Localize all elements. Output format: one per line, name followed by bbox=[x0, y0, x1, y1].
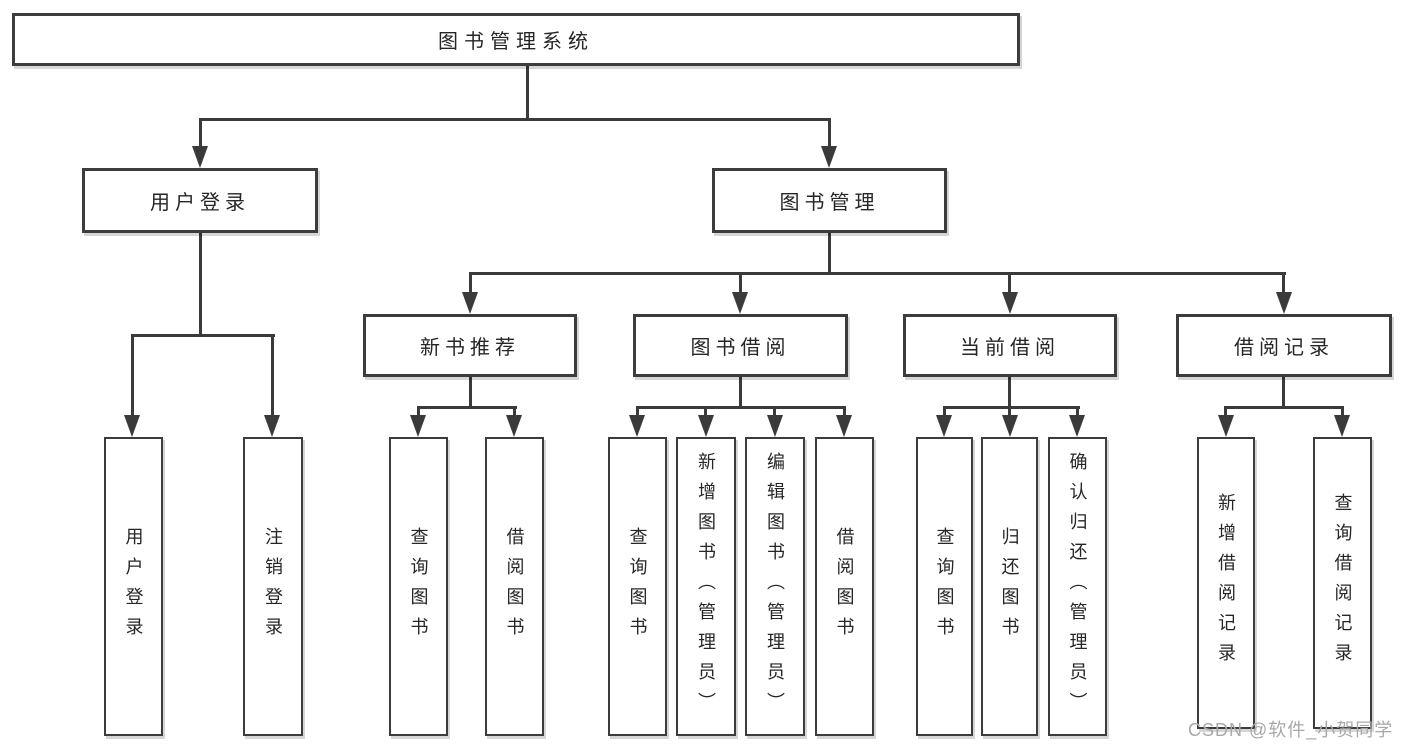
leaf-edit-books-admin: 编辑图书（管理员） bbox=[745, 437, 805, 736]
arrowhead-icon bbox=[264, 415, 280, 437]
arrowhead-icon bbox=[1002, 415, 1018, 437]
connector-line bbox=[1282, 272, 1285, 296]
connector-line bbox=[513, 406, 516, 418]
arrowhead-icon bbox=[124, 415, 140, 437]
arrowhead-icon bbox=[1218, 415, 1234, 437]
csdn-watermark: CSDN @软件_小贺同学 bbox=[1188, 720, 1394, 740]
arrowhead-icon bbox=[629, 415, 645, 437]
connector-line bbox=[1282, 377, 1285, 409]
leaf-add-borrow-record: 新增借阅记录 bbox=[1197, 437, 1255, 729]
leaf-query-books-borrowing: 查询图书 bbox=[608, 437, 667, 736]
connector-line bbox=[704, 406, 707, 418]
node-user-login: 用户登录 bbox=[82, 168, 318, 233]
leaf-borrow-books-recommend: 借阅图书 bbox=[485, 437, 544, 736]
arrowhead-icon bbox=[698, 415, 714, 437]
connector-line bbox=[739, 272, 742, 296]
arrowhead-icon bbox=[1276, 292, 1292, 314]
connector-line bbox=[943, 406, 1080, 409]
leaf-confirm-return-admin: 确认归还（管理员） bbox=[1048, 437, 1107, 736]
connector-line bbox=[131, 334, 134, 418]
arrowhead-icon bbox=[1334, 415, 1350, 437]
connector-line bbox=[271, 334, 274, 418]
connector-line bbox=[1076, 406, 1079, 418]
arrowhead-icon bbox=[506, 415, 522, 437]
leaf-user-login: 用户登录 bbox=[104, 437, 163, 736]
arrowhead-icon bbox=[410, 415, 426, 437]
leaf-logout: 注销登录 bbox=[243, 437, 303, 736]
connector-line bbox=[469, 377, 472, 409]
arrowhead-icon bbox=[767, 415, 783, 437]
arrowhead-icon bbox=[732, 292, 748, 314]
arrowhead-icon bbox=[1002, 292, 1018, 314]
arrowhead-icon bbox=[1069, 415, 1085, 437]
connector-line bbox=[773, 406, 776, 418]
connector-line bbox=[469, 272, 472, 296]
arrowhead-icon bbox=[936, 415, 952, 437]
connector-line bbox=[843, 406, 846, 418]
node-current-borrowing: 当前借阅 bbox=[903, 314, 1117, 377]
leaf-return-books: 归还图书 bbox=[981, 437, 1038, 736]
connector-line bbox=[199, 118, 202, 152]
connector-line bbox=[469, 272, 1286, 275]
node-book-management: 图书管理 bbox=[712, 168, 947, 233]
leaf-borrow-books: 借阅图书 bbox=[815, 437, 874, 736]
connector-line bbox=[417, 406, 420, 418]
connector-line bbox=[943, 406, 946, 418]
connector-line bbox=[1008, 377, 1011, 409]
connector-line bbox=[1008, 272, 1011, 296]
connector-line bbox=[526, 66, 529, 120]
connector-line bbox=[131, 334, 275, 337]
connector-line bbox=[1224, 406, 1344, 409]
node-book-borrowing: 图书借阅 bbox=[633, 314, 848, 377]
connector-line bbox=[417, 406, 517, 409]
arrowhead-icon bbox=[462, 292, 478, 314]
node-borrowing-records: 借阅记录 bbox=[1176, 314, 1392, 377]
connector-line bbox=[636, 406, 846, 409]
connector-line bbox=[828, 118, 831, 152]
connector-line bbox=[636, 406, 639, 418]
connector-line bbox=[828, 233, 831, 275]
leaf-query-books-current: 查询图书 bbox=[916, 437, 973, 736]
node-root-library-system: 图书管理系统 bbox=[12, 13, 1020, 66]
leaf-add-books-admin: 新增图书（管理员） bbox=[676, 437, 736, 736]
leaf-query-borrow-record: 查询借阅记录 bbox=[1313, 437, 1372, 729]
connector-line bbox=[199, 118, 831, 121]
leaf-query-books-recommend: 查询图书 bbox=[389, 437, 448, 736]
connector-line bbox=[1008, 406, 1011, 418]
connector-line bbox=[1224, 406, 1227, 418]
arrowhead-icon bbox=[192, 146, 208, 168]
connector-line bbox=[199, 233, 202, 337]
connector-line bbox=[739, 377, 742, 409]
arrowhead-icon bbox=[836, 415, 852, 437]
connector-line bbox=[1341, 406, 1344, 418]
arrowhead-icon bbox=[821, 146, 837, 168]
node-new-book-recommendation: 新书推荐 bbox=[363, 314, 577, 377]
